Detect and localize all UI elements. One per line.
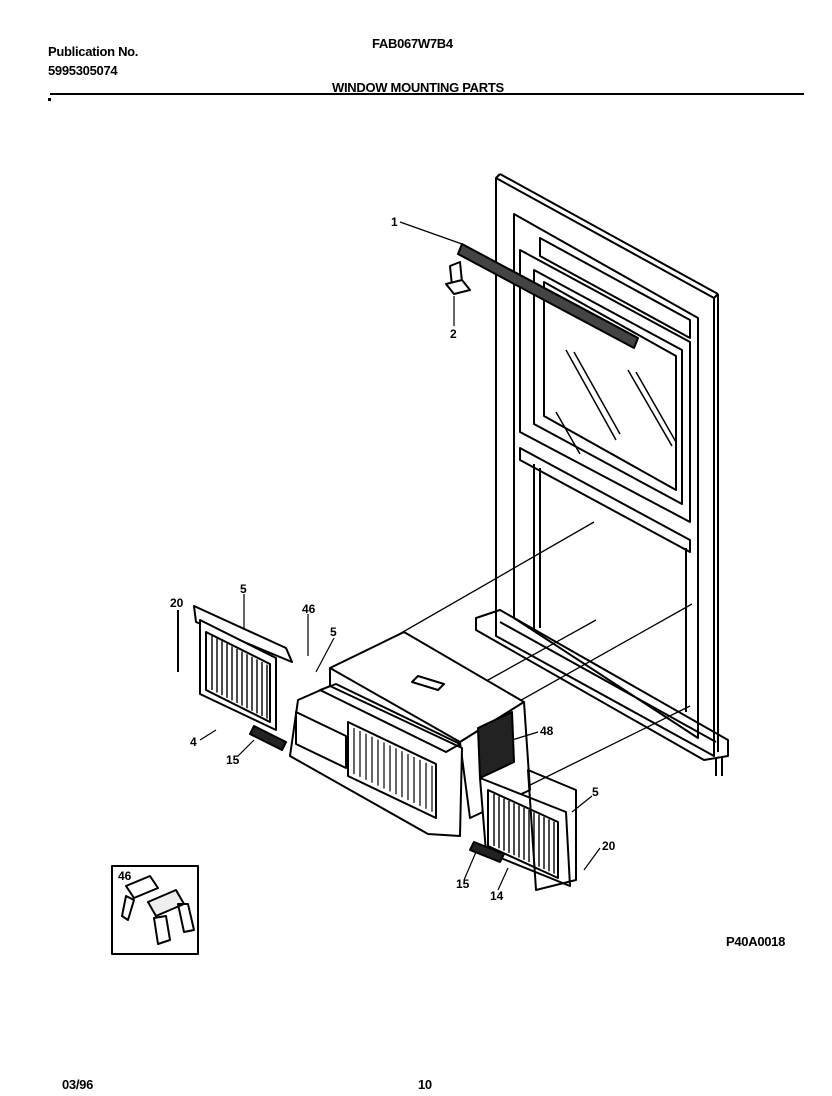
- callout-48: 48: [540, 724, 554, 738]
- header-rule: [50, 93, 804, 95]
- callout-14: 14: [490, 889, 504, 903]
- leader-lines: [199, 221, 601, 891]
- figure-code: P40A0018: [726, 934, 786, 949]
- publication-label: Publication No.: [48, 44, 139, 59]
- publication-number: 5995305074: [48, 63, 118, 78]
- callout-20-left: 20: [170, 596, 184, 610]
- front-grille: [289, 683, 463, 837]
- callout-20-right: 20: [602, 839, 616, 853]
- callout-46: 46: [302, 602, 316, 616]
- callout-2: 2: [450, 327, 457, 341]
- callout-5-center: 5: [330, 625, 337, 639]
- model-number: FAB067W7B4: [372, 36, 453, 51]
- callout-15-left: 15: [226, 753, 240, 767]
- callout-1: 1: [391, 215, 398, 229]
- foam-seal-strip: [457, 243, 639, 349]
- section-title: WINDOW MOUNTING PARTS: [332, 80, 504, 95]
- callout-5-right: 5: [592, 785, 599, 799]
- left-curtain-slats: [211, 636, 268, 719]
- right-curtain-slats: [493, 794, 555, 874]
- inset-callout-46: 46: [118, 869, 132, 883]
- glass-reflection-lines: [555, 349, 677, 455]
- side-insulation: [477, 711, 515, 779]
- callout-labels: 1 2 20 5 46 5 4 15 48 5 20 15 14 46: [118, 215, 616, 903]
- sash-bracket: [445, 261, 471, 295]
- callout-4: 4: [190, 735, 197, 749]
- callout-15-right: 15: [456, 877, 470, 891]
- callout-5-left: 5: [240, 582, 247, 596]
- detail-inset-box: [111, 865, 199, 955]
- header-rule-mark: [48, 98, 51, 101]
- footer-date: 03/96: [62, 1077, 94, 1092]
- alignment-lines: [395, 521, 693, 791]
- grille-louvers: [353, 728, 433, 812]
- page-number: 10: [418, 1077, 432, 1092]
- left-side-curtain: [177, 605, 293, 751]
- window-frame: [475, 173, 729, 776]
